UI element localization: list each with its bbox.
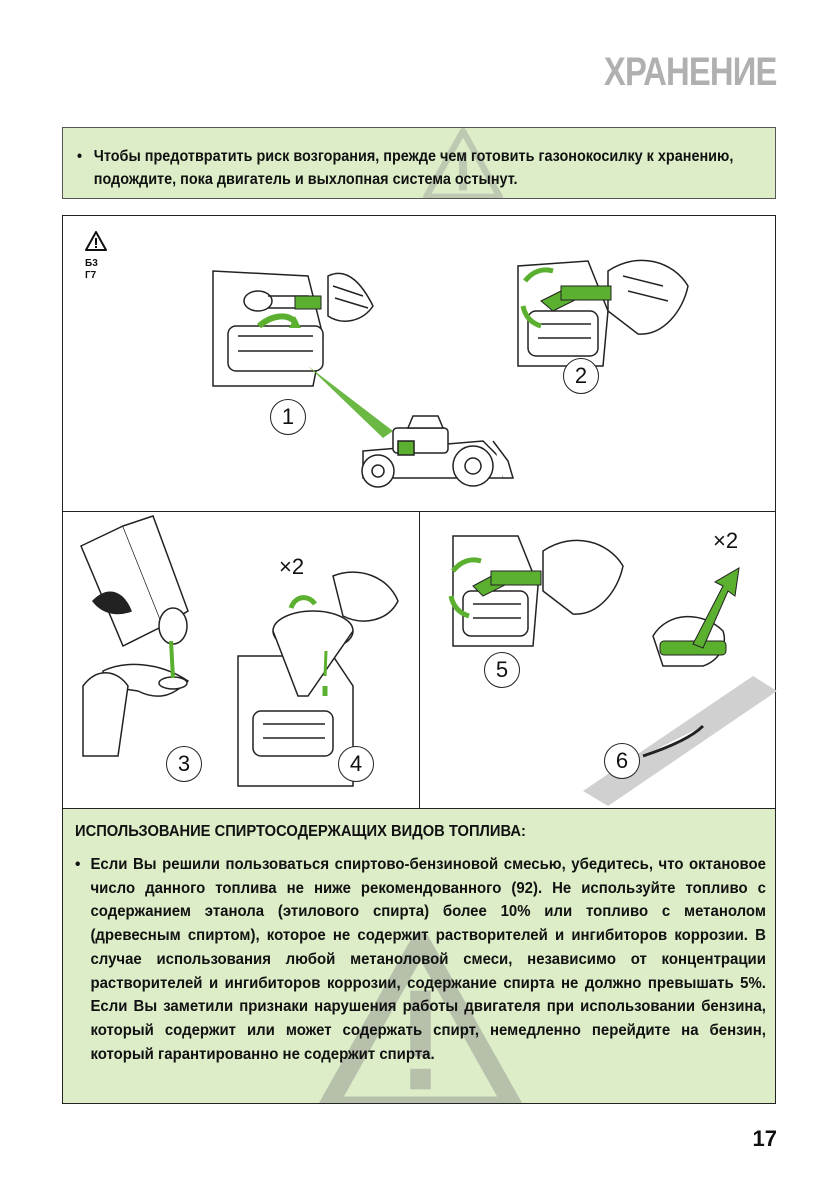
step-number-2: 2	[563, 358, 599, 394]
illustration-panel: Б3 Г7 1 2 3 4 5 6 ×2 ×2	[62, 215, 777, 809]
oil-bottle-drawing	[80, 515, 190, 757]
fuel-valve-closeup-1	[212, 270, 374, 387]
warning-triangle-icon	[85, 231, 107, 251]
safety-reference: Б3 Г7	[85, 231, 115, 282]
funnel-drawing	[237, 571, 399, 787]
top-warning-box: Чтобы предотвратить риск возгорания, пре…	[62, 127, 776, 199]
alcohol-section-body: Если Вы решили пользоваться спиртово-бен…	[90, 856, 766, 1063]
step-number-5: 5	[484, 652, 520, 688]
page-number: 17	[752, 1126, 777, 1151]
bullet-marker: •	[75, 856, 81, 873]
fuel-valve-closeup-2	[517, 259, 689, 367]
warning-triangle-watermark-icon	[319, 932, 522, 1103]
step-number-4: 4	[338, 746, 374, 782]
alcohol-section-heading: ИСПОЛЬЗОВАНИЕ СПИРТОСОДЕРЖАЩИХ ВИДОВ ТОП…	[75, 823, 526, 840]
step-number-3: 3	[166, 746, 202, 782]
page-title: ХРАНЕНИЕ	[604, 50, 778, 94]
step-number-1: 1	[270, 399, 306, 435]
storage-illustrations	[80, 259, 777, 806]
repeat-label-step4: ×2	[279, 554, 305, 579]
repeat-label-step6: ×2	[713, 528, 739, 553]
top-warning-list: Чтобы предотвратить риск возгорания, пре…	[77, 145, 765, 191]
safety-code-1: Б3	[85, 258, 98, 269]
step-number-6: 6	[604, 743, 640, 779]
fuel-valve-closeup-5	[452, 535, 624, 647]
top-warning-text: Чтобы предотвратить риск возгорания, пре…	[77, 145, 775, 191]
alcohol-fuel-section: ИСПОЛЬЗОВАНИЕ СПИРТОСОДЕРЖАЩИХ ВИДОВ ТОП…	[62, 808, 776, 1104]
lawn-mower-drawing	[361, 415, 515, 488]
safety-code-2: Г7	[85, 270, 97, 281]
